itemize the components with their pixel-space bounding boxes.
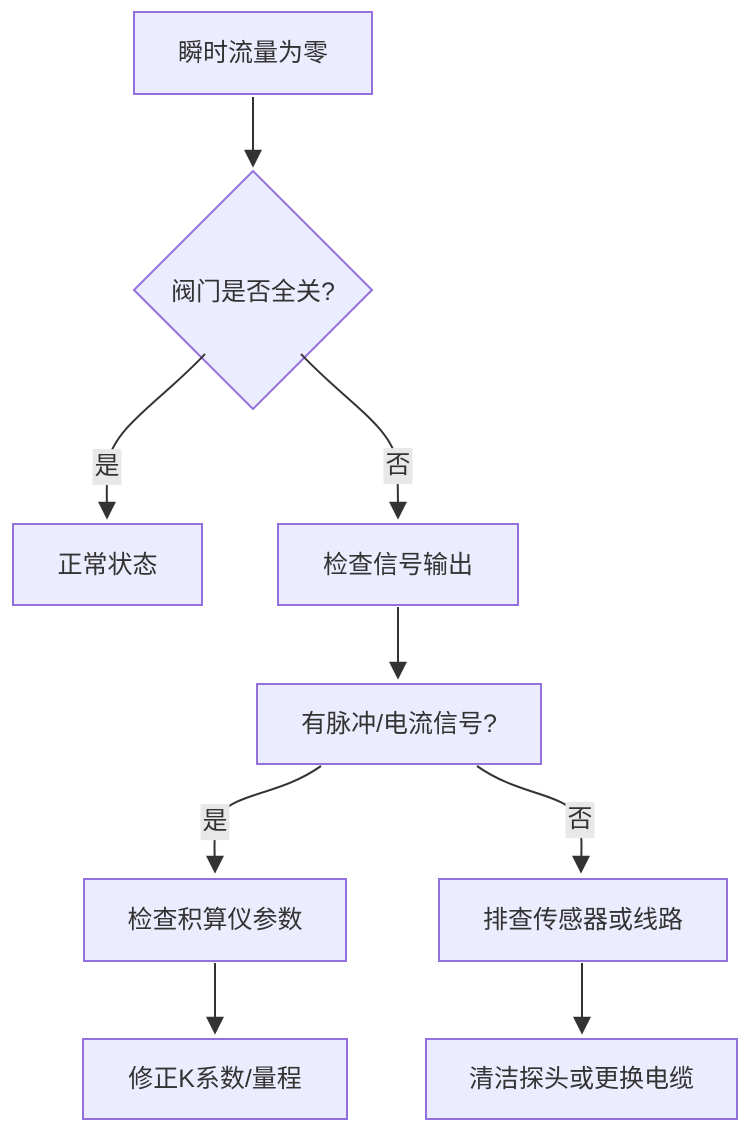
node-clean-probe-replace-cable: 清洁探头或更换电缆 [425, 1038, 738, 1120]
edge-decision1-to-checkout [300, 353, 407, 520]
node-check-totalizer-params: 检查积算仪参数 [83, 878, 347, 962]
node-normal-state: 正常状态 [12, 523, 203, 606]
node-start: 瞬时流量为零 [133, 11, 373, 95]
edge-label-yes-1: 是 [92, 449, 122, 485]
node-decision-valve-closed: 阀门是否全关? [171, 278, 335, 306]
decision-diamond-shape [132, 169, 374, 411]
edge-label-yes-2: 是 [200, 804, 230, 840]
node-check-signal-output: 检查信号输出 [277, 523, 519, 606]
edge-label-no-2: 否 [565, 802, 595, 838]
edge-label-no-1: 否 [383, 448, 413, 484]
node-fix-k-factor-range: 修正K系数/量程 [82, 1038, 348, 1120]
node-check-sensor-wiring: 排查传感器或线路 [438, 878, 728, 962]
edge-decision1-to-normal [97, 353, 206, 520]
node-pulse-current-signal: 有脉冲/电流信号? [256, 683, 542, 765]
edge-decision2-to-checkparam [205, 765, 322, 874]
